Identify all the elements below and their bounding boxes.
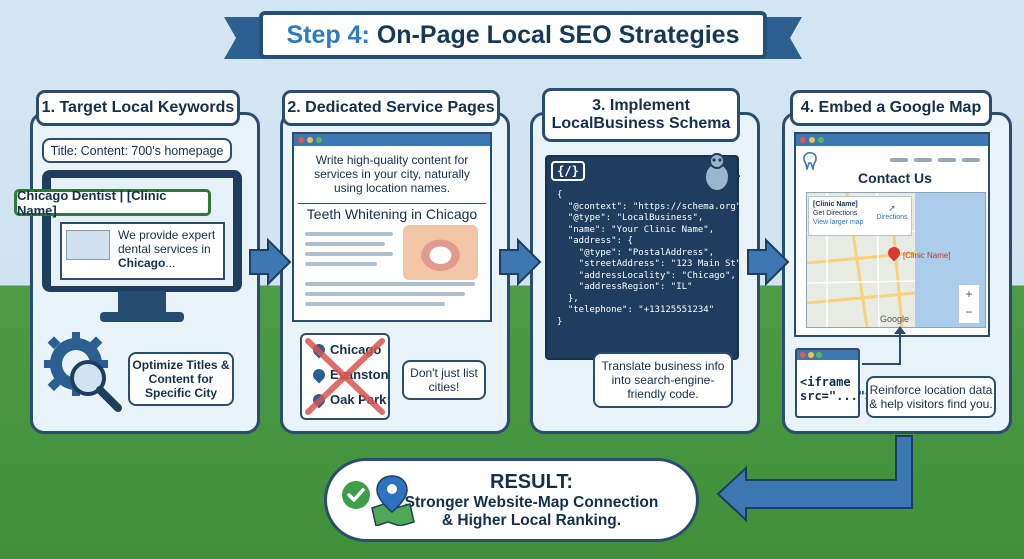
browser-titlebar (797, 350, 858, 360)
note-dont-list-cities: Don't just list cities! (402, 360, 486, 400)
panel-4-heading: 4. Embed a Google Map (790, 90, 992, 126)
text-line (305, 252, 393, 256)
text-line (305, 302, 445, 306)
title-step: Step 4: (286, 20, 370, 49)
map-location-icon (371, 475, 415, 526)
view-larger-map-link[interactable]: View larger map (813, 219, 864, 226)
text-line (305, 282, 475, 286)
title-tag-box: Chicago Dentist | [Clinic Name] (14, 188, 211, 218)
text-line (305, 232, 393, 236)
arrow-3-to-4 (747, 237, 790, 287)
result-line-2: & Higher Local Ranking. (441, 512, 622, 529)
directions-icon: ➚ (888, 203, 896, 213)
map-pin-label: [Clinic Name] (903, 251, 951, 260)
zoom-out-button[interactable]: − (965, 305, 973, 319)
browser-titlebar (294, 134, 490, 146)
note-reinforce-location: Reinforce location data & help visitors … (866, 376, 996, 418)
smile-photo (403, 225, 478, 280)
content-post: ... (165, 256, 176, 270)
map-zoom-controls[interactable]: + − (958, 284, 980, 324)
check-circle-icon (342, 481, 370, 509)
tooth-logo-icon (803, 152, 817, 170)
text-line (305, 262, 377, 266)
directions-button[interactable]: ➚ Directions (874, 203, 910, 221)
google-map-brand: Google (880, 314, 910, 324)
monitor-stand (118, 291, 166, 313)
note-optimize-titles: Optimize Titles & Content for Specific C… (128, 352, 234, 406)
directions-label: Directions (876, 214, 908, 221)
title-callout: Title: Content: 700's homepage (42, 138, 232, 163)
card-clinic-name: [Clinic Name] (813, 201, 858, 208)
iframe-code: <iframe src="..."> (800, 375, 872, 403)
service-intro-text: Write high-quality content for services … (314, 153, 470, 195)
text-line (305, 292, 465, 296)
result-heading: RESULT: (490, 471, 573, 493)
page-title: Step 4: On-Page Local SEO Strategies (259, 11, 767, 59)
seo-gear-magnifier-icon (44, 332, 122, 412)
panel-2-heading: 2. Dedicated Service Pages (282, 90, 500, 126)
card-get-directions[interactable]: Get Directions (813, 210, 858, 217)
iframe-map-connector (862, 332, 901, 365)
crawler-bug-icon (693, 153, 741, 192)
browser-titlebar (796, 134, 988, 146)
arrow-to-result (716, 435, 913, 523)
nav-link (914, 158, 932, 162)
iframe-code-window (795, 348, 860, 418)
contact-page-title: Contact Us (858, 170, 932, 186)
title-text: On-Page Local SEO Strategies (376, 20, 740, 49)
arrow-2-to-3 (499, 237, 542, 287)
divider (298, 203, 486, 204)
iframe-code-line: src="..."> (800, 389, 873, 403)
zoom-in-button[interactable]: + (965, 287, 973, 301)
service-page-title: Teeth Whitening in Chicago (306, 206, 478, 222)
nav-link (890, 158, 908, 162)
note-translate-business-info: Translate business info into search-engi… (593, 352, 733, 408)
result-text: Stronger Website-Map Connection & Higher… (327, 494, 696, 530)
iframe-code-line: <iframe (800, 375, 851, 389)
panel-1-heading: 1. Target Local Keywords (36, 90, 240, 126)
monitor-base (100, 312, 184, 322)
nav-link (962, 158, 980, 162)
content-city: Chicago (118, 256, 166, 270)
schema-code: { "@context": "https://schema.org", "@ty… (557, 190, 747, 327)
content-pre: We provide expert dental services in (118, 228, 216, 256)
result-line-1: Stronger Website-Map Connection (404, 494, 659, 511)
panel-3-heading: 3. Implement LocalBusiness Schema (542, 88, 740, 142)
text-line (305, 242, 385, 246)
page-content-text: We provide expert dental services in Chi… (118, 228, 222, 270)
image-placeholder-icon (66, 230, 110, 260)
nav-link (938, 158, 956, 162)
map-info-card: [Clinic Name] Get Directions View larger… (808, 196, 912, 236)
arrow-1-to-2 (249, 237, 292, 287)
code-brackets-icon: {/} (551, 161, 585, 181)
